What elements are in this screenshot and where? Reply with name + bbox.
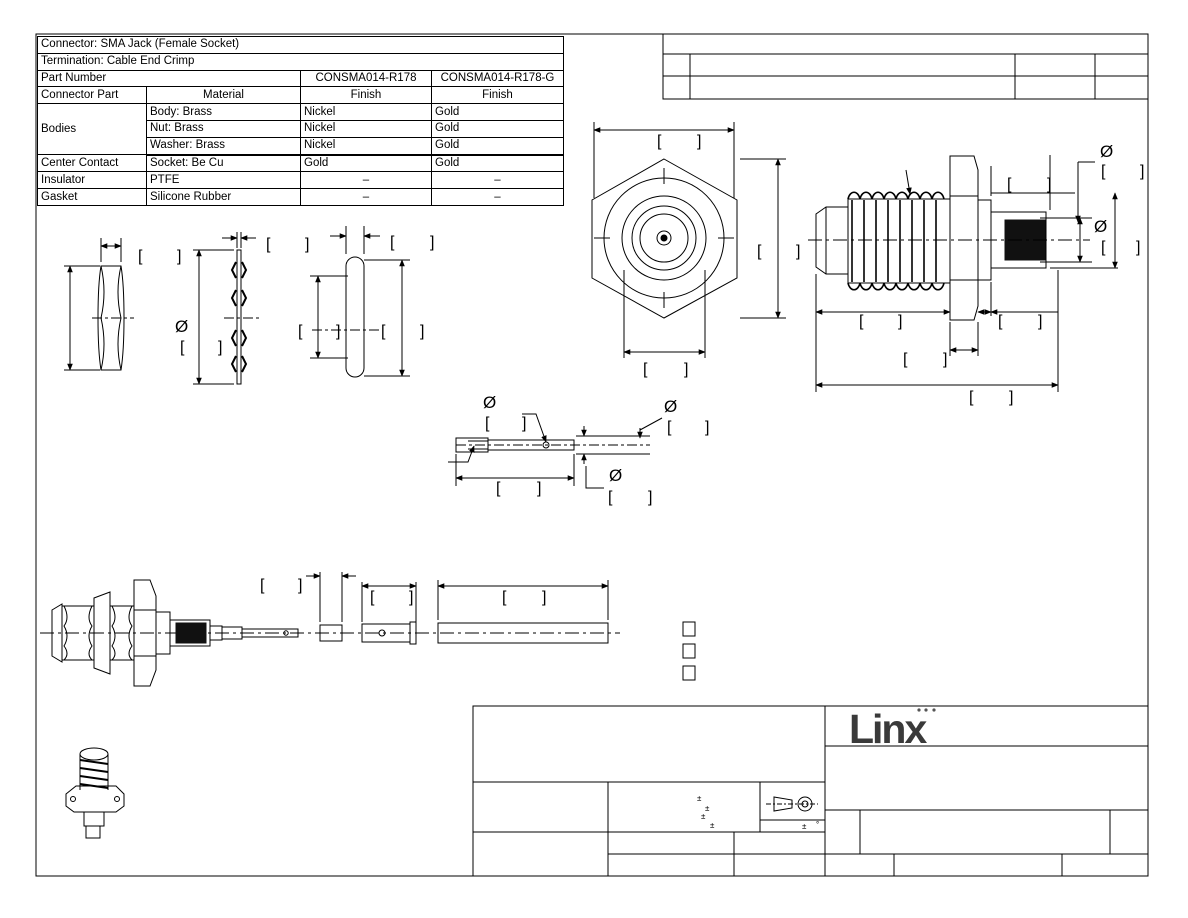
- dimension-bracket: [: [667, 419, 672, 436]
- row-material: Washer: Brass: [146, 136, 301, 156]
- row-part: Center Contact: [37, 154, 147, 173]
- dimension-bracket: [: [1101, 163, 1106, 180]
- dimension-bracket: ]: [430, 234, 434, 251]
- tolerance-symbol: ±: [710, 821, 715, 830]
- row-material: Silicone Rubber: [146, 188, 301, 206]
- dimension-bracket: ]: [305, 236, 309, 253]
- front-hex-view: [591, 122, 786, 358]
- dimension-bracket: [: [370, 589, 375, 606]
- side-view-connector: [808, 155, 1118, 392]
- row-material: Socket: Be Cu: [146, 154, 301, 173]
- linx-logo: Linx: [849, 706, 936, 752]
- dimension-bracket: ]: [336, 323, 340, 340]
- dimension-bracket: ]: [298, 577, 302, 594]
- dimension-bracket: [: [859, 313, 864, 330]
- tolerance-symbol: ±: [697, 794, 702, 803]
- dimension-bracket: [: [390, 234, 395, 251]
- tolerance-block: ± ± ± ± ± °: [697, 794, 819, 831]
- diameter-symbol: Ø: [175, 317, 188, 336]
- diameter-symbol: Ø: [1094, 217, 1107, 236]
- row-part: Gasket: [37, 188, 147, 206]
- dimension-bracket: [: [485, 415, 490, 432]
- dimension-bracket: ]: [542, 589, 546, 606]
- row-material: Body: Brass: [146, 103, 301, 121]
- dimension-bracket: ]: [796, 243, 800, 260]
- angle-tolerance-symbol: ±: [802, 822, 807, 831]
- dimension-bracket: ]: [684, 361, 688, 378]
- dimension-bracket: ]: [537, 480, 541, 497]
- title-block: [472, 705, 1149, 877]
- tolerance-symbol: ±: [705, 804, 710, 813]
- dimension-bracket: ]: [409, 589, 413, 606]
- drawing-border: [35, 33, 1149, 877]
- dimension-bracket: ]: [1009, 389, 1013, 406]
- row-finish-a: Gold: [300, 154, 432, 173]
- dimension-brackets: [] [] [] [] [] [] [] [] [] [] [] [] [] [] [] [] [] [] [] []…: [138, 133, 1144, 606]
- dimension-bracket: [: [381, 323, 386, 340]
- projection-symbol: [766, 796, 818, 812]
- dimension-bracket: ]: [898, 313, 902, 330]
- dimension-bracket: [: [502, 589, 507, 606]
- row-finish-a: Nickel: [300, 119, 432, 138]
- dimension-bracket: [: [757, 243, 762, 260]
- dimension-bracket: ]: [1047, 176, 1051, 193]
- part-number-b: CONSMA014-R178-G: [431, 69, 564, 88]
- dimension-bracket: ]: [1140, 163, 1144, 180]
- dimension-bracket: [: [969, 389, 974, 406]
- dimension-bracket: ]: [697, 133, 701, 150]
- degree-symbol: °: [816, 820, 819, 829]
- dimension-bracket: ]: [218, 339, 222, 356]
- row-finish-a: Nickel: [300, 136, 432, 156]
- dimension-bracket: ]: [1136, 239, 1140, 256]
- dimension-bracket: [: [903, 351, 908, 368]
- logo-text: Linx: [849, 706, 927, 752]
- row-finish-b: Gold: [431, 136, 564, 156]
- dimension-bracket: [: [657, 133, 662, 150]
- finish-header-b: Finish: [431, 86, 564, 105]
- row-material: Nut: Brass: [146, 119, 301, 138]
- dimension-bracket: [: [998, 313, 1003, 330]
- nut-washer-gasket-views: [64, 226, 410, 385]
- dimension-bracket: ]: [177, 248, 181, 265]
- dimension-bracket: [: [138, 248, 143, 265]
- dimension-bracket: ]: [522, 415, 526, 432]
- dimension-bracket: [: [643, 361, 648, 378]
- dimension-bracket: ]: [943, 351, 947, 368]
- row-finish-b: –: [431, 188, 564, 206]
- dimension-bracket: [: [260, 577, 265, 594]
- dimension-bracket: ]: [420, 323, 424, 340]
- dimension-bracket: [: [496, 480, 501, 497]
- dimension-bracket: [: [266, 236, 271, 253]
- diameter-symbol: Ø: [1100, 142, 1113, 161]
- diameter-symbol: Ø: [609, 466, 622, 485]
- dimension-bracket: [: [180, 339, 185, 356]
- dimension-bracket: ]: [648, 489, 652, 506]
- dimension-bracket: [: [298, 323, 303, 340]
- diameter-symbols: Ø Ø Ø Ø Ø Ø: [175, 142, 1113, 485]
- bodies-label: Bodies: [37, 103, 147, 156]
- exploded-assembly-view: [40, 572, 696, 687]
- dimension-bracket: ]: [705, 419, 709, 436]
- isometric-connector-view: [65, 747, 125, 839]
- center-contact-view: [448, 413, 663, 489]
- dimension-bracket: [: [1007, 176, 1012, 193]
- diameter-symbol: Ø: [664, 397, 677, 416]
- dimension-bracket: [: [1101, 239, 1106, 256]
- connector-part-header: Connector Part: [37, 86, 147, 105]
- diameter-symbol: Ø: [483, 393, 496, 412]
- dimension-bracket: [: [608, 489, 613, 506]
- material-table: Connector: SMA Jack (Female Socket) Term…: [37, 36, 564, 206]
- revision-block: [662, 33, 1149, 100]
- row-finish-b: Gold: [431, 154, 564, 173]
- tolerance-symbol: ±: [701, 812, 706, 821]
- dimension-bracket: ]: [1038, 313, 1042, 330]
